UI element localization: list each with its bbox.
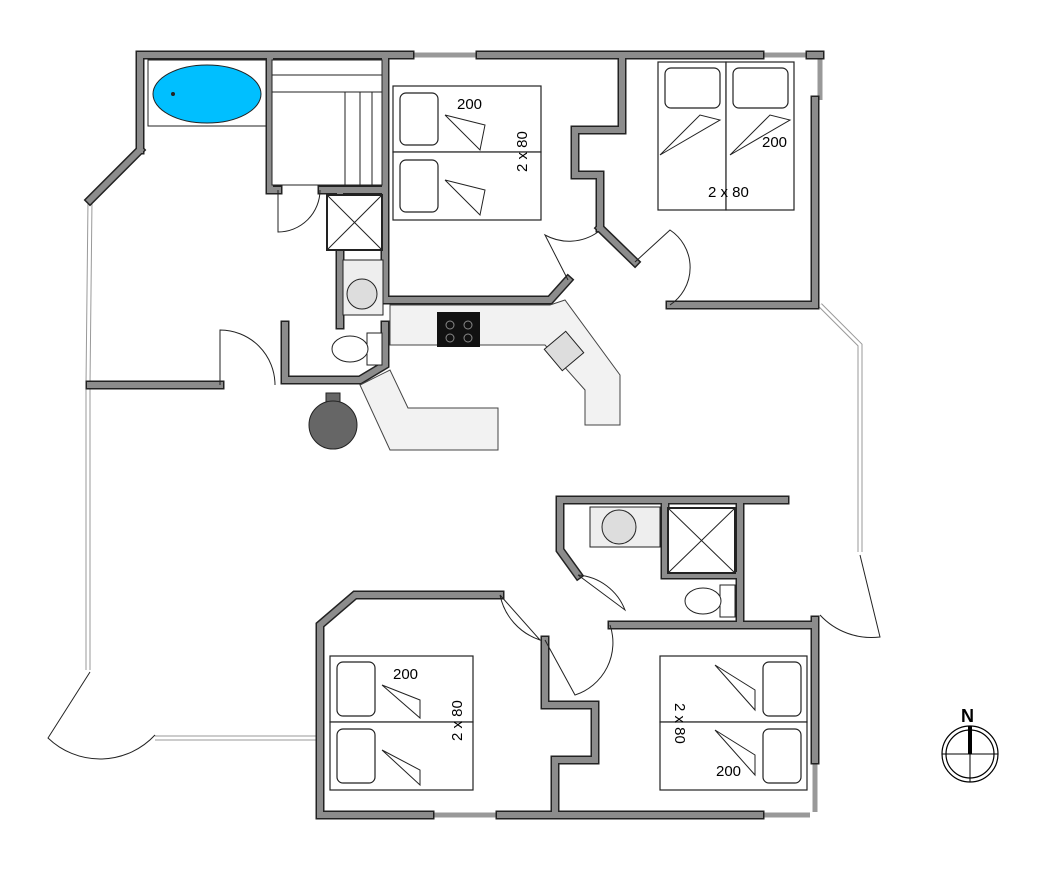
stove <box>437 312 480 347</box>
wall-segment <box>382 57 573 303</box>
bathroom-2 <box>589 506 736 618</box>
door-east <box>819 554 881 638</box>
bed-north-east <box>657 61 795 211</box>
door-toilet <box>219 329 276 386</box>
bed-size-label: 2 x 80 <box>708 184 749 201</box>
wall-segment <box>137 52 413 153</box>
beds <box>329 61 808 791</box>
bed-length-label: 200 <box>393 666 418 683</box>
bed-length-label: 200 <box>716 763 741 780</box>
door-bedroom-1 <box>543 231 599 281</box>
bed-length-label: 200 <box>762 134 787 151</box>
bathtub <box>147 59 267 127</box>
wall-segment <box>667 97 818 308</box>
toilet <box>331 332 383 366</box>
wall-segment <box>662 502 743 578</box>
wall-segment <box>572 57 625 231</box>
kitchen-counter <box>359 299 621 451</box>
wall-segment <box>317 735 433 818</box>
walls <box>83 50 825 820</box>
door-bedroom-3 <box>499 594 542 642</box>
entrance-door <box>47 671 156 760</box>
doors <box>47 189 881 760</box>
bed-size-label: 2 x 80 <box>449 700 466 741</box>
door-bathroom-2 <box>577 574 627 612</box>
stove-fireplace <box>308 392 358 450</box>
kitchen-sink <box>543 330 585 372</box>
bed-north-center <box>392 85 542 221</box>
stairs <box>271 59 383 186</box>
door-bedroom-4 <box>544 624 614 696</box>
bed-size-label: 2 x 80 <box>671 703 688 744</box>
wall-segment <box>595 223 640 267</box>
bed-size-label: 2 x 80 <box>514 131 531 172</box>
wall-segment <box>85 145 145 205</box>
north-compass-icon: N <box>941 706 999 783</box>
wall-segment <box>557 497 583 580</box>
bed-south-east <box>659 655 808 791</box>
shower <box>326 194 384 316</box>
wall-segment <box>282 322 388 383</box>
door-bath <box>277 189 321 233</box>
door-bedroom-2 <box>634 229 691 306</box>
wall-segment <box>542 637 598 818</box>
bed-south-west <box>329 655 474 791</box>
wall-segment <box>317 592 503 741</box>
compass-north-label: N <box>961 706 974 726</box>
wall-segment <box>609 617 818 628</box>
bed-length-label: 200 <box>457 96 482 113</box>
